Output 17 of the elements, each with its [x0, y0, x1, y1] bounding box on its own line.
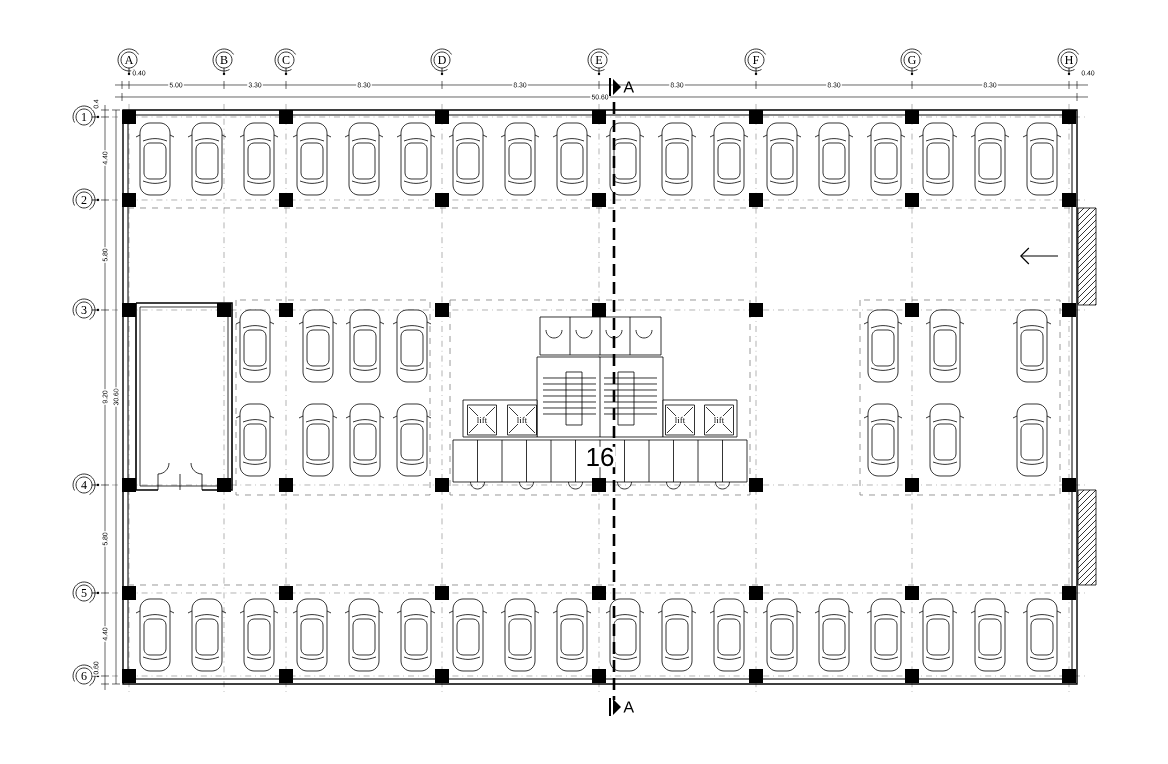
grid-bubble: 2 [72, 188, 100, 210]
grid-bubble: 3 [72, 298, 100, 320]
grid-bubble: B [212, 48, 234, 76]
grid-bubble: E [587, 48, 609, 76]
grid-bubble: 5 [72, 581, 100, 603]
section-mark: A [609, 698, 635, 716]
grid-bubble: F [744, 48, 766, 76]
lift-box: lift [507, 404, 537, 436]
grid-bubble: D [430, 48, 452, 76]
section-mark: A [609, 78, 635, 96]
lift-box: lift [467, 404, 497, 436]
lift-box: lift [704, 404, 734, 436]
grid-bubble: G [900, 48, 922, 76]
lift-box: lift [665, 404, 695, 436]
grid-bubble: 4 [72, 473, 100, 495]
grid-bubble: H [1057, 48, 1079, 76]
grid-bubble: C [274, 48, 296, 76]
